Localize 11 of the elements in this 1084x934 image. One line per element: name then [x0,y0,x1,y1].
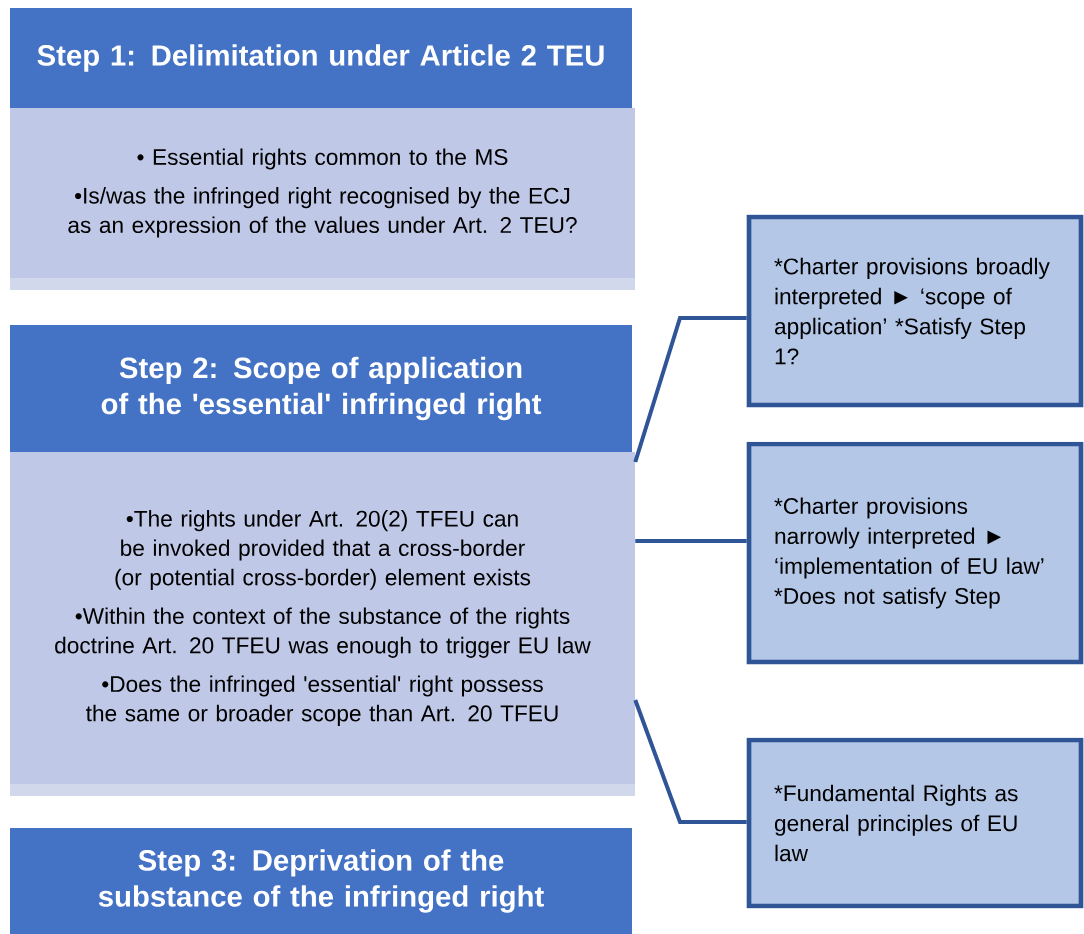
connector-line [633,699,747,824]
text-panel: • Essential rights common to the MS •Is/was the infringed right recognised by the ECJ as an expression of the values under Art. 2 TEU? [10,108,635,290]
step-header: Step 1: Delimitation under Article 2 TEU [10,8,632,108]
step-header: Step 2: Scope of application of the 'essential' infringed right [10,325,632,452]
text-panel: •The rights under Art. 20(2) TFEU can be invoked provided that a cross-border (or potential cross-border) element exists •Within the context of the substance of the rights doctrine Art. 20 TFEU was enough to trigger EU law •Does the infringed 'essential' right possess the same or broader scope than Art. 20 TFEU [10,452,635,796]
connector-line [635,539,747,543]
note-box: *Fundamental Rights as general principles of EU law [746,737,1084,909]
connector-line [633,316,747,463]
step-header: Step 3: Deprivation of the substance of the infringed right [10,828,632,934]
note-box: *Charter provisions narrowly interpreted ► ‘implementation of EU law’ *Does not satisfy Step [746,441,1084,665]
note-box: *Charter provisions broadly interpreted ► ‘scope of application’ *Satisfy Step 1? [746,214,1084,408]
